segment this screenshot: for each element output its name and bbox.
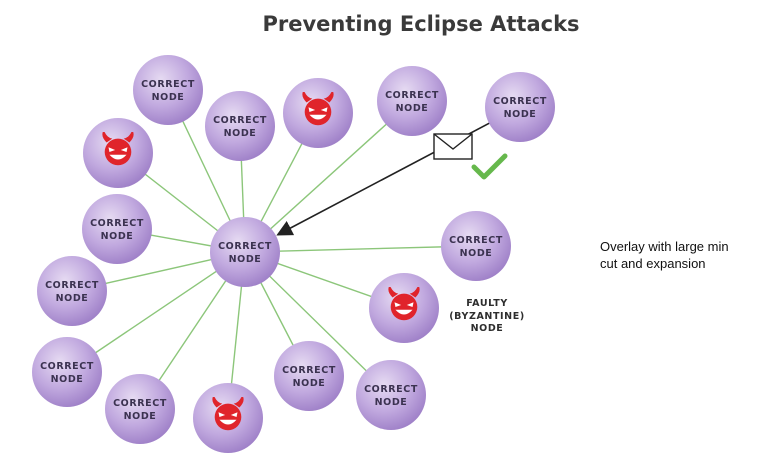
- node-label-line2: NODE: [101, 231, 134, 242]
- node-circle: [32, 337, 102, 407]
- faulty-node-d1: [283, 78, 353, 148]
- correct-node-c10: CORRECT NODE: [356, 360, 426, 430]
- node-label-line2: NODE: [56, 293, 89, 304]
- envelope-icon: [433, 133, 473, 160]
- node-label-line1: CORRECT: [213, 115, 267, 126]
- node-label-line1: CORRECT: [218, 241, 272, 252]
- node-label-line1: CORRECT: [385, 90, 439, 101]
- faulty-label-line3: NODE: [470, 323, 504, 334]
- node-circle: [37, 256, 107, 326]
- node-circle: [205, 91, 275, 161]
- node-label-line2: NODE: [152, 92, 185, 103]
- node-circle: [441, 211, 511, 281]
- node-label-line2: NODE: [504, 109, 537, 120]
- node-label-line1: CORRECT: [364, 384, 418, 395]
- node-label-line1: CORRECT: [449, 235, 503, 246]
- correct-node-c2: CORRECT NODE: [205, 91, 275, 161]
- node-label-line2: NODE: [224, 128, 257, 139]
- edge-center-c11: [244, 245, 477, 253]
- node-circle: [105, 374, 175, 444]
- overlay-note: Overlay with large min cut and expansion: [600, 238, 750, 272]
- node-circle: [377, 66, 447, 136]
- correct-node-c5: CORRECT NODE: [82, 194, 152, 264]
- node-circle: [356, 360, 426, 430]
- nodes-layer: CORRECTNODECORRECTNODECORRECTNODECORRECT…: [32, 55, 555, 453]
- correct-node-c11: CORRECT NODE: [441, 211, 511, 281]
- node-label-line1: CORRECT: [141, 79, 195, 90]
- checkmark-icon: [471, 153, 508, 180]
- node-circle: [133, 55, 203, 125]
- node-label-line2: NODE: [293, 378, 326, 389]
- node-label-line2: NODE: [460, 248, 493, 259]
- correct-node-c1: CORRECT NODE: [133, 55, 203, 125]
- diagram-title: Preventing Eclipse Attacks: [262, 12, 580, 36]
- overlay-note-line2: cut and expansion: [600, 256, 706, 271]
- node-label-line1: CORRECT: [45, 280, 99, 291]
- node-circle: [210, 217, 280, 287]
- faulty-node-label: FAULTY (BYZANTINE) NODE: [442, 298, 532, 336]
- node-label-line2: NODE: [375, 397, 408, 408]
- node-label-line1: CORRECT: [113, 398, 167, 409]
- faulty-label-line2: (BYZANTINE): [449, 310, 525, 322]
- faulty-label-line1: FAULTY: [466, 298, 508, 309]
- overlay-note-line1: Overlay with large min: [600, 239, 729, 254]
- faulty-node-d3: [193, 383, 263, 453]
- node-label-line1: CORRECT: [493, 96, 547, 107]
- edge-center-c7: [66, 251, 246, 373]
- node-label-line2: NODE: [124, 411, 157, 422]
- correct-node-center: CORRECT NODE: [210, 217, 280, 287]
- node-label-line1: CORRECT: [282, 365, 336, 376]
- edge-center-c3: [244, 100, 413, 253]
- faulty-node-d4: [369, 273, 439, 343]
- faulty-node-d2: [83, 118, 153, 188]
- correct-node-c8: CORRECT NODE: [105, 374, 175, 444]
- correct-node-c9: CORRECT NODE: [274, 341, 344, 411]
- node-label-line1: CORRECT: [90, 218, 144, 229]
- node-circle: [485, 72, 555, 142]
- node-label-line2: NODE: [396, 103, 429, 114]
- node-label-line2: NODE: [229, 254, 262, 265]
- node-circle: [274, 341, 344, 411]
- correct-node-c4: CORRECT NODE: [485, 72, 555, 142]
- node-label-line2: NODE: [51, 374, 84, 385]
- message-icons-layer: [433, 133, 508, 180]
- correct-node-c3: CORRECT NODE: [377, 66, 447, 136]
- correct-node-c6: CORRECT NODE: [37, 256, 107, 326]
- node-circle: [82, 194, 152, 264]
- correct-node-c7: CORRECT NODE: [32, 337, 102, 407]
- node-label-line1: CORRECT: [40, 361, 94, 372]
